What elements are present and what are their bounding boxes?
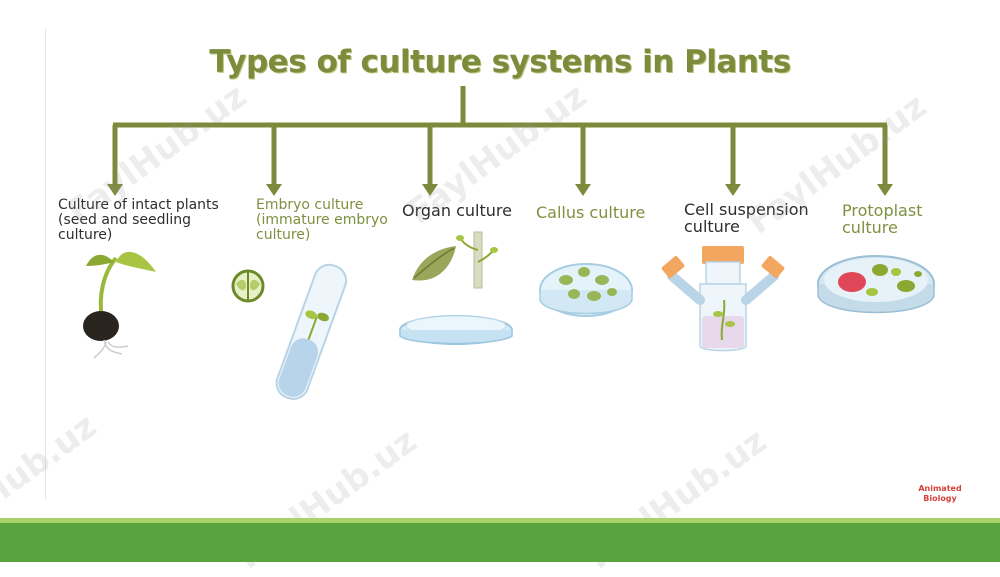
branch-label-organ-culture: Organ culture [402, 201, 512, 220]
branch-arrow-5 [725, 184, 741, 196]
branch-arrow-3 [422, 184, 438, 196]
footer-accent-line [0, 518, 1000, 523]
seed-halves-icon [231, 269, 265, 303]
branch-label-embryo-culture: Embryo culture (immature embryo culture) [256, 197, 388, 243]
illustrations [83, 231, 935, 400]
suspension-flask-icon [661, 246, 785, 352]
branch-arrow-2 [266, 184, 282, 196]
seedling-icon [83, 251, 156, 359]
branch-arrow-1 [107, 184, 123, 196]
branch-label-cell-suspension: Cell suspension culture [684, 200, 809, 236]
leaf-icon [412, 246, 456, 281]
stem-icon [456, 231, 498, 289]
footer-bar [0, 523, 1000, 562]
branch-label-callus-culture: Callus culture [536, 203, 646, 222]
protoplast-dish-icon [817, 255, 935, 314]
petri-dish-icon [399, 315, 513, 345]
tree-connectors [107, 86, 893, 196]
animated-biology-logo: Animated Biology [918, 484, 962, 503]
callus-dish-icon [539, 263, 633, 317]
branch-label-intact-plants: Culture of intact plants (seed and seedl… [58, 197, 219, 243]
branch-arrow-6 [877, 184, 893, 196]
branch-label-protoplast: Protoplast culture [842, 201, 923, 237]
test-tube-plantlet-icon [275, 263, 348, 400]
branch-arrow-4 [575, 184, 591, 196]
slide-edge [45, 28, 46, 500]
page-title: Types of culture systems in Plants [209, 44, 791, 80]
